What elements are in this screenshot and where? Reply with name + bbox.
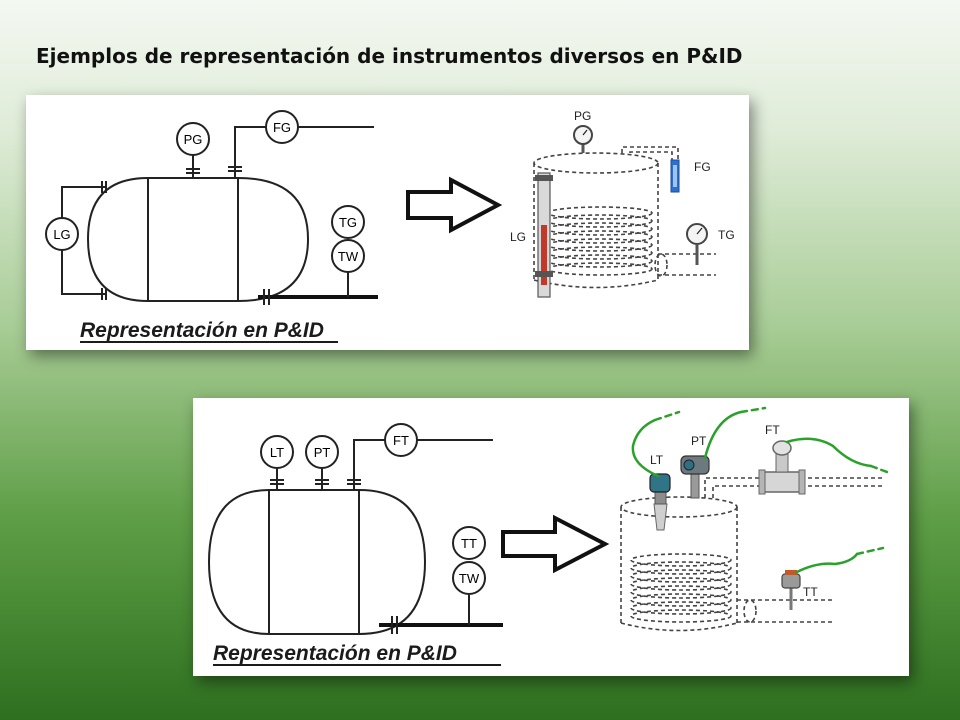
transform-arrow [406, 176, 503, 234]
pg-label: PG [184, 132, 203, 147]
schematic-vessel [86, 177, 310, 302]
caption-top: Representación en P&ID [80, 319, 324, 342]
tt-illus-label: TT [803, 585, 818, 599]
diagram-panel-transmitters: LT PT FT TT [193, 398, 909, 676]
tg-instrument-bubble: TG [331, 205, 365, 239]
flow-transmitter-illustration: FT [758, 423, 806, 495]
fg-instrument-bubble: FG [228, 110, 374, 178]
lt-label: LT [270, 445, 284, 460]
transform-arrow [501, 514, 610, 574]
tw-instrument-bubble: TW [452, 561, 486, 595]
caption-bottom: Representación en P&ID [213, 642, 457, 665]
tt-label: TT [461, 536, 477, 551]
ft-illus-label: FT [765, 423, 780, 437]
temperature-transmitter-illustration: TT [781, 570, 818, 610]
pt-illus-label: PT [691, 434, 707, 448]
temperature-gauge-illustration: TG [686, 223, 735, 265]
schematic-vessel [207, 489, 427, 635]
lt-illus-label: LT [650, 453, 664, 467]
fg-label: FG [273, 120, 291, 135]
pg-instrument-bubble: PG [176, 122, 210, 178]
tw-label: TW [338, 249, 359, 264]
lg-instrument-bubble: LG [45, 181, 107, 300]
outlet-pipe [258, 272, 378, 305]
illustrated-tank [533, 146, 716, 289]
slide-title: Ejemplos de representación de instrument… [36, 44, 743, 68]
fg-illus-label: FG [694, 160, 711, 174]
tw-instrument-bubble: TW [331, 239, 365, 273]
diagram-panel-gauges: PG FG LG [26, 95, 749, 350]
level-gauge-illustration: LG [510, 172, 553, 298]
illustrated-tank [620, 477, 883, 632]
lg-illus-label: LG [510, 230, 526, 244]
transmitters-diagram: LT PT FT TT [207, 406, 889, 666]
pressure-transmitter-illustration: PT [680, 434, 710, 499]
ft-instrument-bubble: FT [347, 423, 493, 490]
pt-instrument-bubble: PT [305, 435, 339, 490]
pg-illus-label: PG [574, 109, 591, 123]
flow-gauge-illustration: FG [670, 159, 711, 193]
outlet-pipe [379, 595, 503, 634]
ft-label: FT [393, 433, 409, 448]
tg-label: TG [339, 215, 357, 230]
lt-instrument-bubble: LT [260, 435, 294, 490]
level-transmitter-illustration: LT [649, 453, 671, 531]
pressure-gauge-illustration: PG [573, 109, 593, 153]
tw-label: TW [459, 571, 480, 586]
lg-label: LG [53, 227, 70, 242]
tt-instrument-bubble: TT [452, 526, 486, 560]
signal-cables [631, 406, 889, 574]
tg-illus-label: TG [718, 228, 735, 242]
pt-label: PT [314, 445, 331, 460]
gauges-diagram: PG FG LG [45, 109, 735, 343]
